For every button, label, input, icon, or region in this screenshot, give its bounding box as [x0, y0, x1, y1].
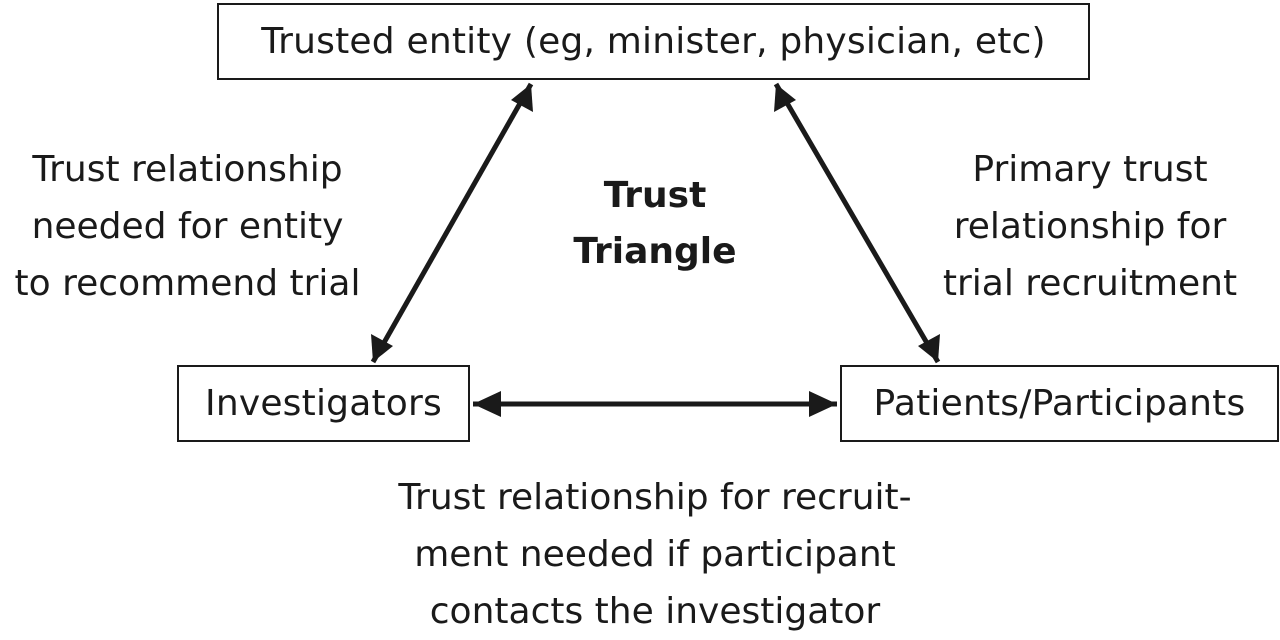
- trusted-entity-label: Trusted entity (eg, minister, physician,…: [261, 21, 1046, 62]
- label-line: Primary trust: [972, 149, 1208, 190]
- arrowhead: [809, 391, 837, 417]
- label-line: relationship for: [953, 206, 1227, 247]
- investigators-box: Investigators: [177, 365, 470, 442]
- patients-participants-box: Patients/Participants: [840, 365, 1279, 442]
- arrowhead: [371, 334, 393, 362]
- arrowhead: [511, 84, 533, 112]
- arrow-entity-patients: [773, 82, 941, 364]
- trusted-entity-box: Trusted entity (eg, minister, physician,…: [217, 3, 1090, 80]
- label-line: Trust relationship for recruit-: [398, 477, 912, 518]
- label-line: Trust relationship: [32, 149, 343, 190]
- entity-investigators-relationship-label: Trust relationship needed for entity to …: [0, 141, 375, 312]
- investigators-label: Investigators: [205, 383, 442, 424]
- title-line: Triangle: [573, 231, 737, 272]
- label-line: ment needed if participant: [414, 534, 896, 575]
- entity-patients-relationship-label: Primary trust relationship for trial rec…: [920, 141, 1260, 312]
- patients-participants-label: Patients/Participants: [873, 383, 1246, 424]
- label-line: needed for entity: [31, 206, 344, 247]
- arrowhead: [473, 391, 501, 417]
- arrowhead: [918, 334, 940, 362]
- label-line: to recommend trial: [14, 263, 361, 304]
- arrow-entity-investigators: [370, 82, 534, 364]
- label-line: contacts the investigator: [429, 591, 881, 632]
- investigators-patients-relationship-label: Trust relationship for recruit- ment nee…: [350, 469, 960, 640]
- trust-triangle-title: Trust Triangle: [545, 168, 765, 280]
- title-line: Trust: [603, 175, 707, 216]
- arrowhead: [774, 84, 796, 112]
- label-line: trial recruitment: [942, 263, 1238, 304]
